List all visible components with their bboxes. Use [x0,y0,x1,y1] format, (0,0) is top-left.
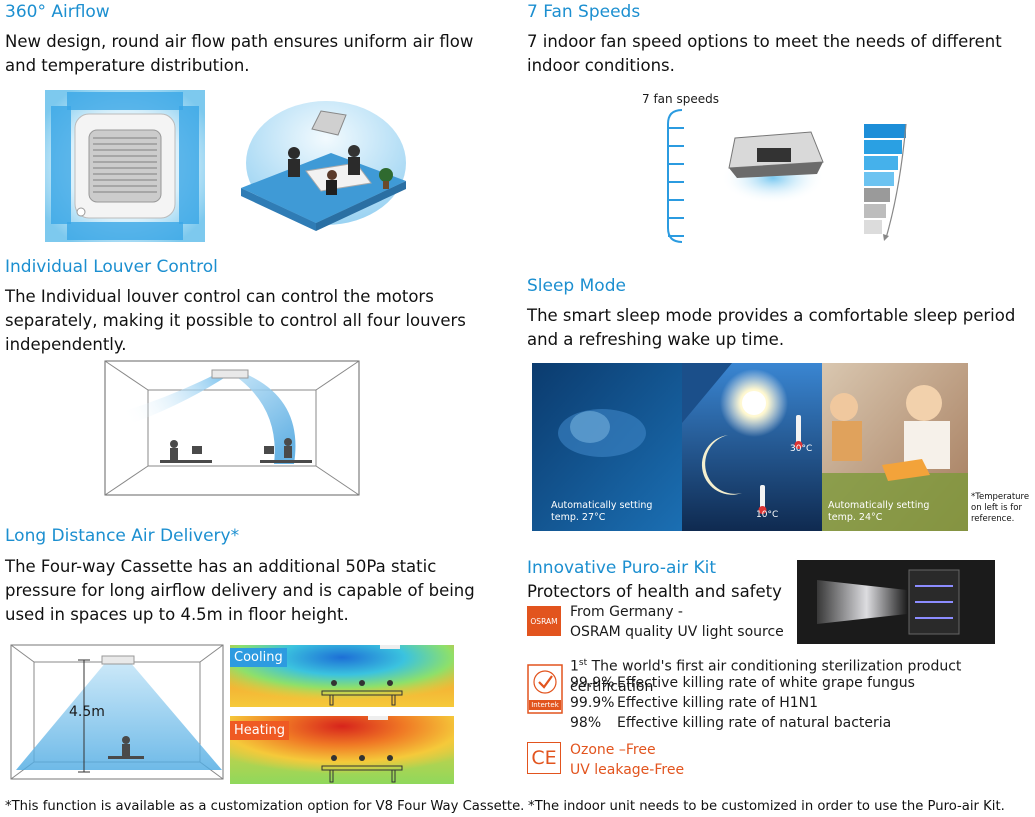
cooling-heatmap [230,645,454,707]
temp-30-label: 30°C [790,444,813,454]
sleep-auto-1-line-1: Automatically setting [551,500,653,511]
cooling-tag: Cooling [230,648,287,667]
longdistance-text-1: The Four-way Cassette has an additional … [5,557,437,576]
ozone-free: Ozone –Free [570,742,656,758]
fan-speed-bars [856,120,916,242]
puro-title: Innovative Puro-air Kit [527,558,717,578]
osram-logo: OSRAM [527,606,561,636]
fan-speeds-scale [660,108,690,244]
cassette-top-view-image [45,90,205,242]
rate-2-text: Effective killing rate of H1N1 [617,695,819,711]
sleep-auto-2-line-2: temp. 24°C [828,512,883,523]
sleep-auto-2-line-1: Automatically setting [828,500,930,511]
cassette-unit-image [713,120,833,210]
rate-1-percent: 99.9% [570,675,615,691]
louver-title: Individual Louver Control [5,257,218,277]
temp-note-line-2: on left is for [971,503,1022,513]
cert-number: 1 [570,658,579,675]
footer-note-left: *This function is available as a customi… [5,799,525,814]
louver-text-1: The Individual louver control can contro… [5,287,434,306]
osram-text-2: OSRAM quality UV light source [570,624,784,640]
sleep-text-1: The smart sleep mode provides a comforta… [527,306,1016,325]
sleep-title: Sleep Mode [527,276,626,296]
louver-text-2: separately, making it possible to contro… [5,311,466,330]
room-height-image [10,644,224,780]
room-height-label: 4.5m [69,704,105,720]
cert-text: The world's first air conditioning steri… [570,658,962,695]
uv-light-image [797,560,995,644]
osram-text-1: From Germany - [570,604,683,620]
sleep-auto-setting-1: Automatically setting temp. 27°C [551,500,652,524]
fanspeeds-title: 7 Fan Speeds [527,2,641,22]
intertek-logo [527,664,563,714]
airflow-text-2: and temperature distribution. [5,56,250,75]
temperature-note: *Temperature on left is for reference. [971,492,1029,525]
puro-subtitle: Protectors of health and safety [527,582,782,601]
fanspeeds-text-1: 7 indoor fan speed options to meet the n… [527,32,1002,51]
intertek-label: Intertek [531,701,559,709]
sleep-auto-1-line-2: temp. 27°C [551,512,606,523]
louver-room-image [104,360,360,496]
ce-mark-icon: CE [527,742,561,774]
temp-note-line-1: *Temperature [971,492,1030,502]
rate-1-text: Effective killing rate of white grape fu… [617,675,915,691]
footer-note-right: *The indoor unit needs to be customized … [528,799,1005,814]
airflow-text-1: New design, round air flow path ensures … [5,32,474,51]
temp-note-line-3: reference. [971,514,1015,524]
sleep-mode-image [532,363,968,531]
heating-tag: Heating [230,721,289,740]
longdistance-text-3: used in spaces up to 4.5m in floor heigh… [5,605,349,624]
sleep-text-2: and a refreshing wake up time. [527,330,785,349]
longdistance-text-2: pressure for long airflow delivery and i… [5,581,475,600]
sleep-auto-setting-2: Automatically setting temp. 24°C [828,500,929,524]
louver-text-3: independently. [5,335,127,354]
fan-speeds-label: 7 fan speeds [642,92,719,106]
office-airflow-image [236,93,411,233]
cert-superscript: st [578,658,588,668]
cert-line: 1st The world's first air conditioning s… [570,653,1035,697]
rate-3-percent: 98% [570,715,602,731]
rate-2-percent: 99.9% [570,695,615,711]
temp-10-label: 10°C [756,510,779,520]
airflow-title: 360° Airflow [5,2,110,22]
fanspeeds-text-2: indoor conditions. [527,56,675,75]
uv-leakage-free: UV leakage-Free [570,762,685,778]
longdistance-title: Long Distance Air Delivery* [5,526,240,546]
rate-3-text: Effective killing rate of natural bacter… [617,715,892,731]
